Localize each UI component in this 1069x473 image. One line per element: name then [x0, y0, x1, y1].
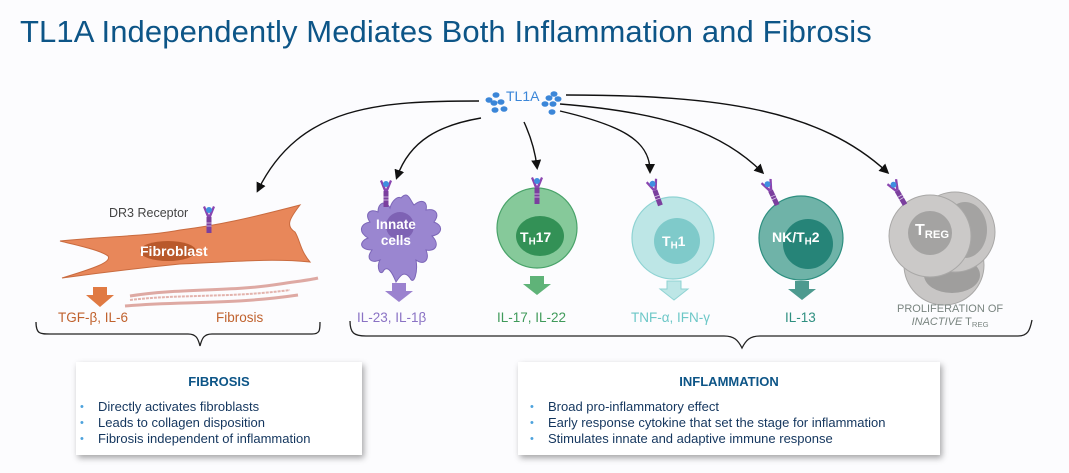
arrow-to-fibroblast	[256, 100, 480, 193]
treg-label-main: T	[915, 222, 925, 239]
th17-cell	[496, 176, 578, 295]
arrow-to-nkth2	[559, 103, 765, 175]
th1-label-main: T	[662, 233, 671, 249]
fibrosis-bullet-list: •Directly activates fibroblasts •Leads t…	[76, 399, 362, 447]
treg-output-sub: REG	[971, 319, 989, 329]
treg-cells	[885, 177, 996, 306]
th1-label-sub: H	[670, 240, 678, 252]
bullet-icon: •	[530, 417, 534, 429]
treg-output-line1: PROLIFERATION OF	[897, 303, 1004, 315]
innate-output-arrow	[385, 283, 413, 302]
tl1a-molecules-left-icon	[485, 92, 508, 113]
bullet-icon: •	[80, 401, 84, 413]
nkth2-cell	[758, 177, 844, 300]
th1-output-label: TNF-α, IFN-γ	[631, 310, 711, 325]
inflammation-summary-box: INFLAMMATION •Broad pro-inflammatory eff…	[518, 362, 940, 455]
list-item: •Directly activates fibroblasts	[80, 399, 260, 414]
page-title: TL1A Independently Mediates Both Inflamm…	[20, 14, 872, 49]
tl1a-molecules-right-icon	[541, 91, 562, 115]
list-item: •Broad pro-inflammatory effect	[530, 399, 719, 414]
treg-output-label: PROLIFERATION OF INACTIVE TREG	[897, 303, 1003, 331]
inflammation-heading: INFLAMMATION	[679, 374, 779, 389]
nkth2-output-label: IL-13	[785, 310, 816, 325]
th1-label: TH1	[662, 233, 685, 251]
dr3-receptor-label: DR3 Receptor	[109, 206, 189, 220]
inflammation-brace	[349, 319, 1033, 350]
list-item: •Fibrosis independent of inflammation	[80, 431, 311, 446]
bullet-icon: •	[530, 401, 534, 413]
th17-label-suffix: 17	[535, 229, 552, 245]
nkth2-label-main: NK/T	[772, 229, 805, 245]
fibroblast-output-label: TGF-β, IL-6	[58, 310, 129, 325]
treg-output-main: T	[962, 316, 972, 328]
th17-output-label: IL-17, IL-22	[497, 310, 567, 325]
th1-output-arrow	[658, 280, 690, 301]
innate-label-line2: cells	[380, 233, 411, 248]
arrow-to-th1	[559, 110, 655, 174]
th17-label-sub: H	[528, 236, 536, 248]
treg-label-sub: REG	[924, 228, 950, 241]
th17-label-main: T	[520, 229, 529, 245]
th1-cell	[631, 177, 715, 301]
treg-output-italic: INACTIVE	[911, 316, 963, 328]
fibroblast-cell	[59, 204, 319, 308]
arrow-to-treg	[565, 94, 890, 175]
th17-output-arrow	[523, 276, 551, 295]
nkth2-label: NK/TH2	[772, 229, 820, 247]
nkth2-output-arrow	[788, 281, 816, 300]
treg-label: TREG	[915, 222, 949, 241]
th1-label-suffix: 1	[677, 233, 686, 249]
fibrosis-summary-box: FIBROSIS •Directly activates fibroblasts…	[76, 362, 362, 455]
fibroblast-label: Fibroblast	[140, 243, 208, 259]
list-item: •Early response cytokine that set the st…	[530, 415, 886, 430]
treg-output-line2: INACTIVE TREG	[897, 316, 1003, 331]
th17-label: TH17	[520, 229, 551, 247]
bullet-icon: •	[530, 433, 534, 445]
fibrosis-label: Fibrosis	[216, 310, 264, 325]
arrow-to-innate	[394, 117, 482, 180]
innate-output-label: IL-23, IL-1β	[357, 310, 427, 325]
innate-cell-label: Innate cells	[376, 217, 416, 249]
list-item: •Leads to collagen disposition	[80, 415, 265, 430]
nkth2-label-sub: H	[804, 236, 812, 248]
fibroblast-output-arrow	[86, 287, 114, 307]
innate-receptor-icon	[379, 179, 393, 208]
inflammation-bullet-list: •Broad pro-inflammatory effect •Early re…	[518, 399, 940, 447]
fibrosis-brace	[35, 321, 321, 347]
treg-receptor-icon	[885, 177, 911, 209]
list-item: •Stimulates innate and adaptive immune r…	[530, 431, 833, 446]
fibrosis-heading: FIBROSIS	[188, 374, 250, 389]
bullet-icon: •	[80, 417, 84, 429]
nkth2-label-suffix: 2	[811, 229, 820, 245]
arrow-to-th17	[523, 121, 542, 170]
innate-label-line1: Innate	[376, 217, 416, 232]
bullet-icon: •	[80, 433, 84, 445]
innate-cell	[361, 179, 441, 302]
tl1a-label: TL1A	[506, 88, 540, 104]
